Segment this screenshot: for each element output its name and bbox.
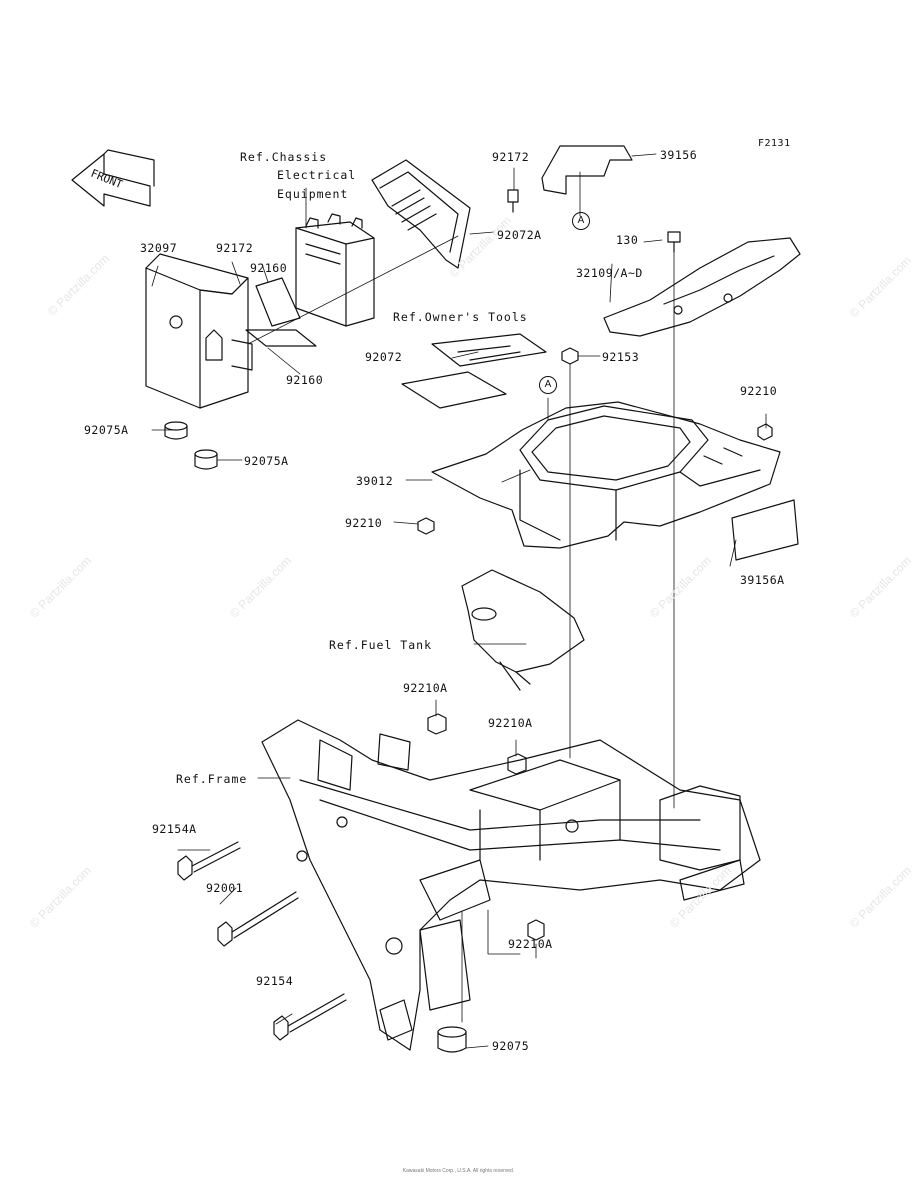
ref-fuel-tank-label: Ref.Fuel Tank <box>329 638 433 652</box>
part-label-92072[interactable]: 92072 <box>365 350 403 364</box>
callout-a-top: A <box>572 212 590 230</box>
frame-reference <box>261 719 761 1051</box>
part-label-92072A[interactable]: 92072A <box>497 228 542 242</box>
battery-holder-part <box>371 159 471 269</box>
bolt-part <box>507 189 519 213</box>
nut-part <box>417 517 435 535</box>
long-bolt-part <box>177 841 241 881</box>
long-bolt-part <box>217 891 299 947</box>
part-label-92001[interactable]: 92001 <box>206 881 244 895</box>
part-label-92154[interactable]: 92154 <box>256 974 294 988</box>
battery-case-part <box>145 253 253 409</box>
fuel-tank-reference <box>461 569 585 691</box>
part-label-92154A[interactable]: 92154A <box>152 822 197 836</box>
part-label-92172-left[interactable]: 92172 <box>216 241 254 255</box>
part-label-92210A-top[interactable]: 92210A <box>403 681 448 695</box>
collar-nut-part <box>507 753 527 775</box>
copyright-footer: Kawasaki Motors Corp., U.S.A. All rights… <box>402 1168 515 1174</box>
ref-owners-tools-label: Ref.Owner's Tools <box>393 310 528 324</box>
battery-tray-part <box>431 401 781 549</box>
nut-part <box>757 423 773 441</box>
part-label-92075A-left[interactable]: 92075A <box>84 423 129 437</box>
front-arrow-icon <box>71 149 155 207</box>
ref-frame-label: Ref.Frame <box>176 772 248 786</box>
part-label-92210-right[interactable]: 92210 <box>740 384 778 398</box>
part-label-32097[interactable]: 32097 <box>140 241 178 255</box>
battery-part <box>295 213 375 327</box>
long-bolt-part <box>273 993 347 1041</box>
tool-strap-part <box>401 333 547 409</box>
callout-a-mid: A <box>539 376 557 394</box>
rubber-damper-part <box>164 421 188 440</box>
ref-chassis-label-line1: Ref.Chassis <box>240 150 328 164</box>
figure-code: F2131 <box>758 138 791 149</box>
screw-part <box>667 231 681 253</box>
part-label-92172-top[interactable]: 92172 <box>492 150 530 164</box>
part-label-92160-bottom[interactable]: 92160 <box>286 373 324 387</box>
part-label-92075A-right[interactable]: 92075A <box>244 454 289 468</box>
bracket-part <box>541 145 633 195</box>
ref-chassis-label-line3: Equipment <box>277 187 349 201</box>
spacer-sheet-part <box>245 329 317 347</box>
part-label-130[interactable]: 130 <box>616 233 639 247</box>
rubber-damper-part <box>437 1026 467 1053</box>
part-label-32109[interactable]: 32109/A~D <box>576 266 643 280</box>
part-label-92153[interactable]: 92153 <box>602 350 640 364</box>
part-label-39156A[interactable]: 39156A <box>740 573 785 587</box>
part-label-92210-left[interactable]: 92210 <box>345 516 383 530</box>
side-cover-part <box>603 237 801 337</box>
spacer-pad-part <box>255 277 301 327</box>
part-label-39012[interactable]: 39012 <box>356 474 394 488</box>
part-label-92210A-bottom[interactable]: 92210A <box>508 937 553 951</box>
part-label-92160-top[interactable]: 92160 <box>250 261 288 275</box>
ref-chassis-label-line2: Electrical <box>277 168 357 182</box>
part-label-39156[interactable]: 39156 <box>660 148 698 162</box>
collar-nut-part <box>427 713 447 735</box>
part-label-92210A-mid[interactable]: 92210A <box>488 716 533 730</box>
nut-part <box>561 347 579 365</box>
collar-nut-part <box>527 919 545 941</box>
reflector-part <box>731 499 799 561</box>
part-label-92075[interactable]: 92075 <box>492 1039 530 1053</box>
rubber-damper-part <box>194 449 218 470</box>
